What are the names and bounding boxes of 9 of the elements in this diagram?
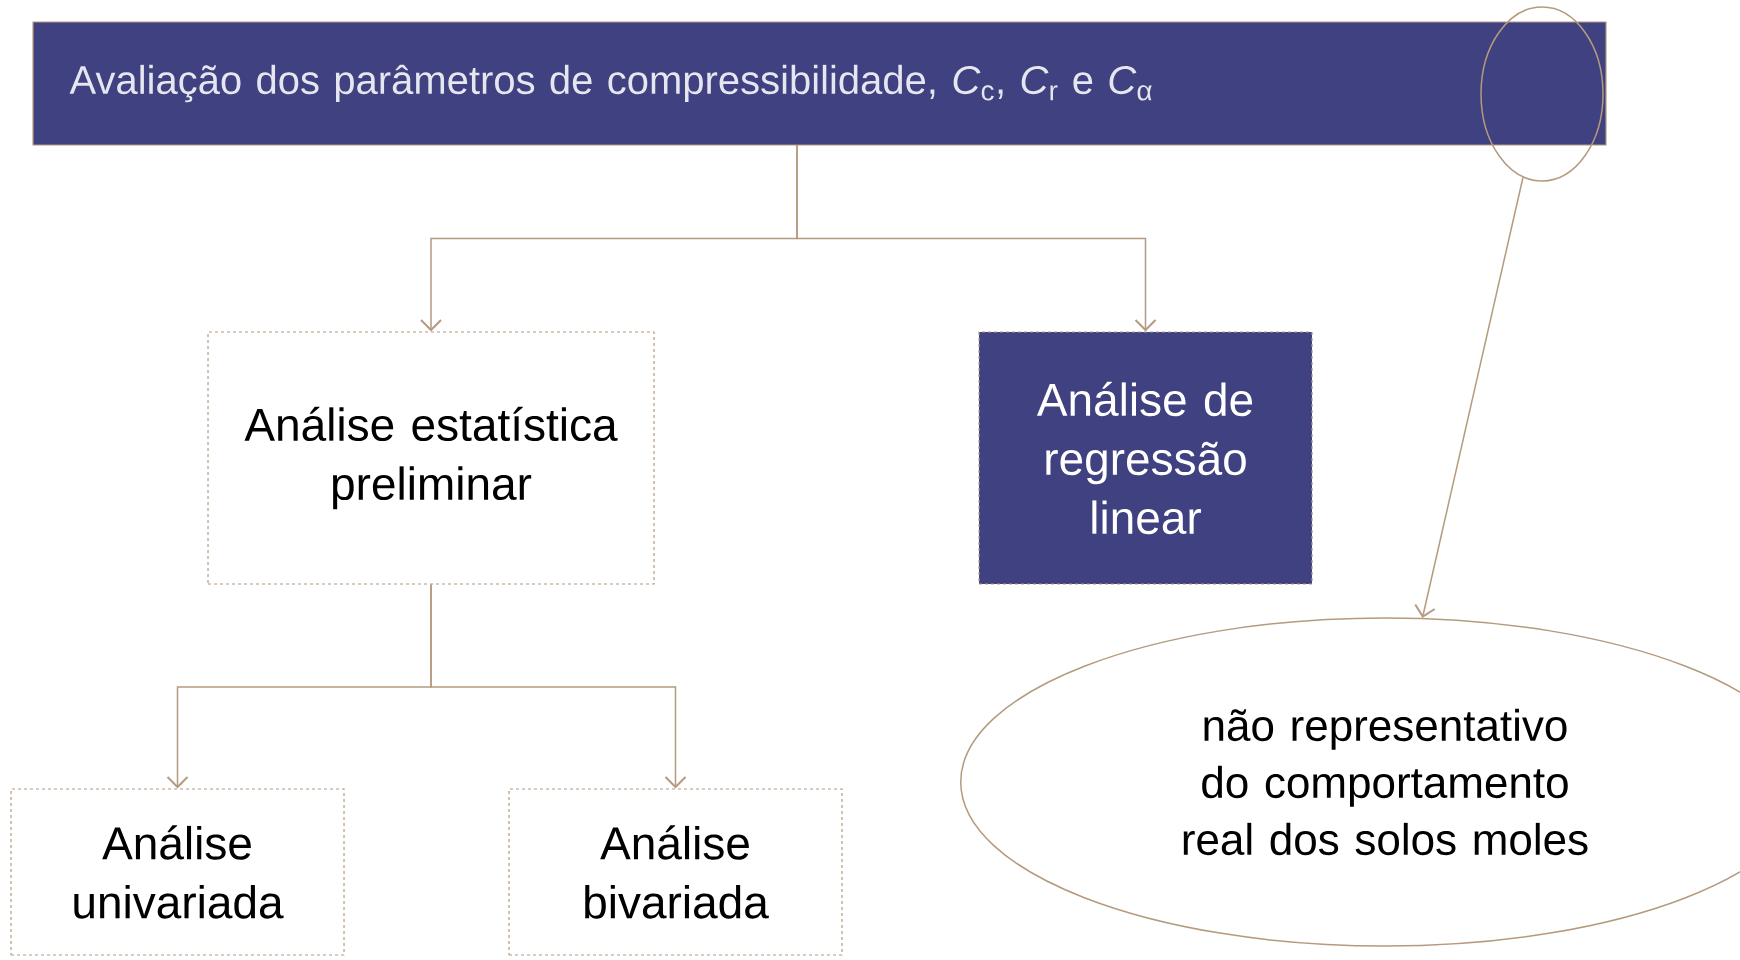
highlight-ellipse [1480, 6, 1604, 182]
process-box: Análise univariada [10, 788, 345, 956]
process-box: Análise estatística preliminar [207, 331, 655, 585]
arrow [796, 144, 1157, 332]
title-banner: Avaliação dos parâmetros de compressibilidade, C$_{c}$, C$_{r}$ e C$_{α}$ [32, 21, 1607, 146]
process-box: Análise de regressão linear [978, 331, 1313, 585]
arrow [1414, 176, 1524, 618]
process-box: Análise bivariada [508, 788, 843, 956]
arrow [430, 583, 687, 789]
